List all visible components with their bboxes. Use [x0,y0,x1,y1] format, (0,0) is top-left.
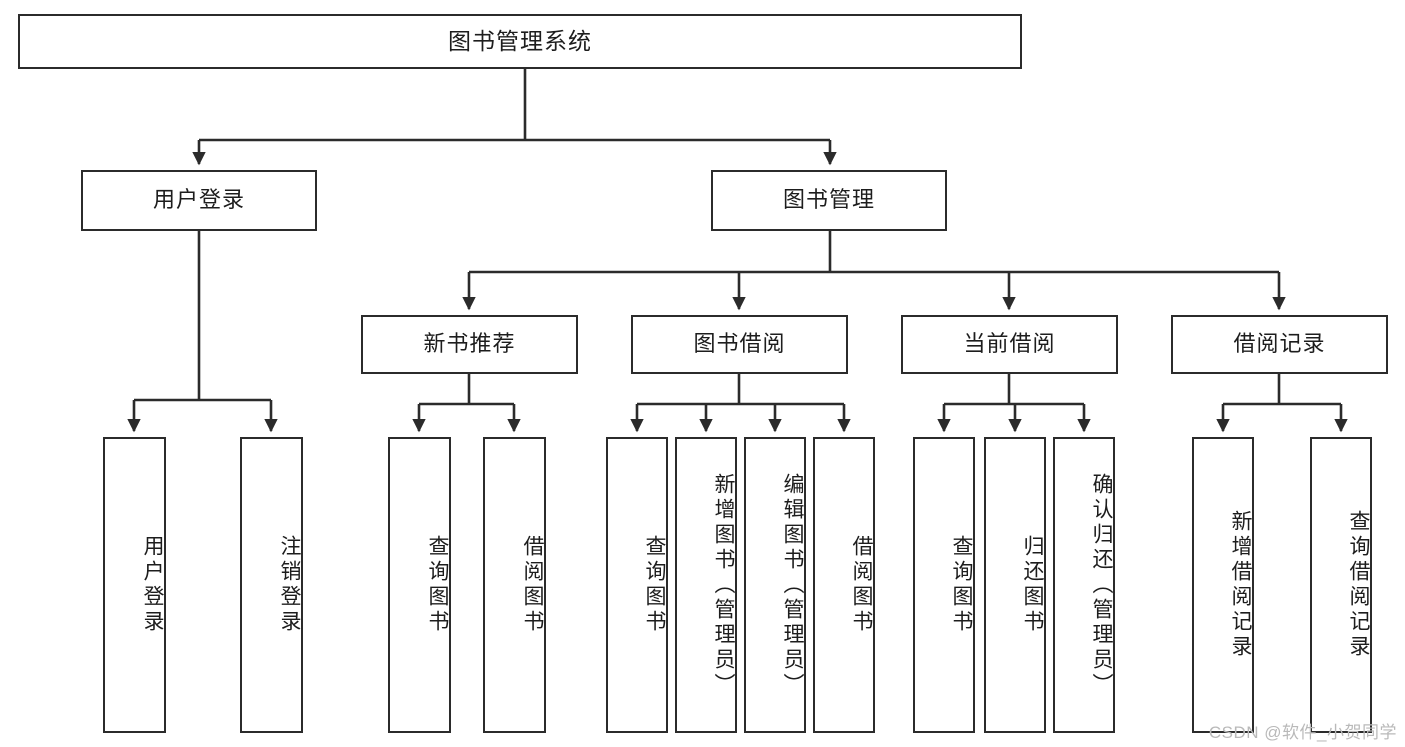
node-label: 归还图书 [1021,535,1044,635]
node-label: 新增图书（管理员） [712,472,735,698]
node-label: 图书借阅 [693,331,786,357]
node-leaf-edit-book-admin[interactable]: 编辑图书（管理员） [744,437,806,733]
node-leaf-confirm-return-admin[interactable]: 确认归还（管理员） [1053,437,1115,733]
node-label: 查询借阅记录 [1347,510,1370,660]
node-leaf-add-borrow-record[interactable]: 新增借阅记录 [1192,437,1254,733]
node-user-login[interactable]: 用户登录 [81,170,317,231]
node-label: 图书管理 [782,187,875,213]
node-label: 用户登录 [141,535,164,635]
node-label: 当前借阅 [963,331,1056,357]
node-leaf-query-book-borrow[interactable]: 查询图书 [606,437,668,733]
node-label: 注销登录 [278,535,301,635]
node-leaf-borrow-book[interactable]: 借阅图书 [813,437,875,733]
node-leaf-return-book[interactable]: 归还图书 [984,437,1046,733]
node-leaf-add-book-admin[interactable]: 新增图书（管理员） [675,437,737,733]
node-label: 新增借阅记录 [1229,510,1252,660]
node-label: 借阅图书 [521,535,544,635]
node-book-management[interactable]: 图书管理 [711,170,947,231]
node-book-borrowing[interactable]: 图书借阅 [631,315,848,374]
node-label: 图书管理系统 [448,27,592,54]
node-leaf-query-book-newbook[interactable]: 查询图书 [388,437,451,733]
node-label: 借阅记录 [1233,331,1326,357]
node-leaf-borrow-book-newbook[interactable]: 借阅图书 [483,437,546,733]
node-leaf-user-login[interactable]: 用户登录 [103,437,166,733]
node-leaf-query-book-current[interactable]: 查询图书 [913,437,975,733]
node-borrowing-record[interactable]: 借阅记录 [1171,315,1388,374]
node-root-system[interactable]: 图书管理系统 [18,14,1022,69]
node-leaf-query-borrow-record[interactable]: 查询借阅记录 [1310,437,1372,733]
node-leaf-logout[interactable]: 注销登录 [240,437,303,733]
node-label: 借阅图书 [850,535,873,635]
node-label: 确认归还（管理员） [1090,472,1113,698]
node-label: 编辑图书（管理员） [781,472,804,698]
watermark-text: CSDN @软件_小贺同学 [1208,723,1397,742]
node-label: 查询图书 [426,535,449,635]
node-current-borrowing[interactable]: 当前借阅 [901,315,1118,374]
node-label: 查询图书 [643,535,666,635]
node-label: 查询图书 [950,535,973,635]
node-label: 新书推荐 [423,331,516,357]
node-new-book-recommendation[interactable]: 新书推荐 [361,315,578,374]
node-label: 用户登录 [152,187,245,213]
